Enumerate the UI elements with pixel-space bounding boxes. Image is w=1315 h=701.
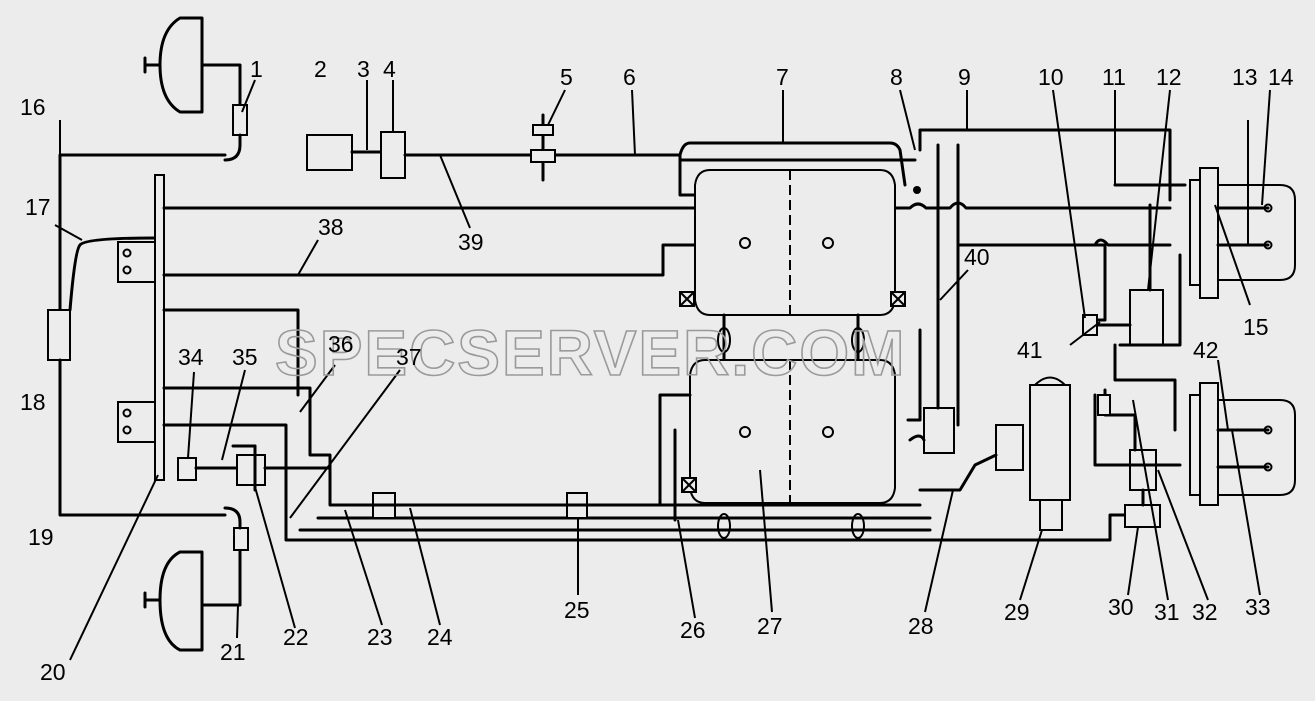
label-29: 29	[1004, 599, 1030, 625]
right-valves	[906, 143, 1182, 531]
label-11: 11	[1102, 64, 1126, 90]
leader-lines	[59, 79, 1271, 661]
tank-connectors	[717, 313, 865, 362]
label-9: 9	[958, 64, 971, 90]
drain-valve-5	[530, 113, 556, 182]
brake-chamber-top-left	[143, 16, 248, 162]
label-35: 35	[232, 344, 258, 370]
watermark-text: SPECSERVER.COM	[275, 317, 906, 389]
label-19: 19	[28, 524, 54, 550]
label-12: 12	[1156, 64, 1182, 90]
label-6: 6	[623, 64, 636, 90]
label-23: 23	[367, 624, 393, 650]
label-18: 18	[20, 389, 46, 415]
label-40: 40	[964, 244, 990, 270]
valve-34	[177, 457, 242, 481]
label-2: 2	[314, 56, 327, 82]
label-24: 24	[427, 624, 453, 650]
upper-air-tank	[679, 169, 921, 316]
label-21: 21	[220, 639, 246, 665]
label-42: 42	[1193, 337, 1219, 363]
label-16: 16	[20, 94, 46, 120]
label-37: 37	[396, 344, 422, 370]
label-8: 8	[890, 64, 903, 90]
label-22: 22	[283, 624, 309, 650]
label-7: 7	[776, 64, 789, 90]
brake-chamber-bottom-left	[143, 506, 249, 652]
valve-22	[231, 444, 332, 492]
label-33: 33	[1245, 594, 1271, 620]
label-36: 36	[328, 331, 354, 357]
label-34: 34	[178, 344, 204, 370]
crossmember-plate	[117, 174, 165, 481]
compressor-group	[306, 113, 682, 182]
label-32: 32	[1192, 599, 1218, 625]
label-14: 14	[1268, 64, 1294, 90]
label-41: 41	[1017, 337, 1043, 363]
label-1: 1	[250, 56, 263, 82]
callout-labels: 1 2 3 4 5 6 7 8 9 10 11 12 13 14 15 16 1…	[20, 56, 1294, 685]
lower-air-tank	[681, 359, 896, 539]
label-10: 10	[1038, 64, 1064, 90]
label-25: 25	[564, 597, 590, 623]
label-17: 17	[25, 194, 51, 220]
label-5: 5	[560, 64, 573, 90]
label-15: 15	[1243, 314, 1269, 340]
label-3: 3	[357, 56, 370, 82]
pipe-coupling-25	[564, 492, 590, 519]
label-39: 39	[458, 229, 484, 255]
label-31: 31	[1154, 599, 1180, 625]
brake-chamber-right-bottom	[1189, 382, 1296, 506]
label-38: 38	[318, 214, 344, 240]
label-28: 28	[908, 613, 934, 639]
pipe-coupling-24	[370, 492, 398, 519]
label-13: 13	[1232, 64, 1258, 90]
label-26: 26	[680, 617, 706, 643]
label-20: 20	[40, 659, 66, 685]
label-30: 30	[1108, 594, 1134, 620]
lower-pipes	[162, 308, 1127, 542]
brake-chamber-right-top	[1189, 167, 1296, 299]
label-4: 4	[383, 56, 396, 82]
label-27: 27	[757, 613, 783, 639]
